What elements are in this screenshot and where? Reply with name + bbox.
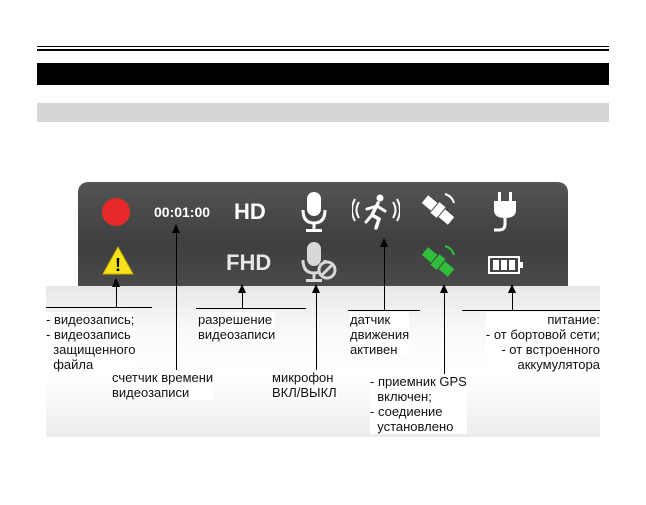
label-resolution: разрешение видеозаписи	[198, 312, 276, 342]
battery-icon	[488, 254, 524, 281]
satellite-active-icon	[418, 242, 458, 287]
record-icon	[102, 198, 130, 226]
label-gps: - приемник GPS включен; - соедиение уста…	[370, 374, 467, 434]
label-power: питание: - от бортовой сети; - от встрое…	[485, 312, 600, 372]
label-microphone: микрофон ВКЛ/ВЫКЛ	[272, 370, 337, 400]
display-panel: ! 00:01:00 HD FHD	[78, 182, 568, 286]
header-rule-thin	[37, 46, 609, 47]
fhd-label: FHD	[226, 250, 272, 275]
warning-glyph: !	[115, 255, 121, 275]
microphone-off-icon	[300, 240, 340, 289]
hd-label: HD	[234, 199, 266, 224]
microphone-icon	[300, 190, 328, 239]
motion-sensor-icon	[351, 192, 401, 237]
header-rule-thick	[37, 49, 609, 51]
label-motion: датчик движения активен	[350, 312, 410, 357]
label-timer: счетчик времени видеозаписи	[112, 370, 214, 400]
warning-icon: !	[102, 245, 134, 281]
display-icons-figure: ! 00:01:00 HD FHD	[46, 182, 600, 437]
subsection-bar	[37, 103, 609, 122]
section-title-bar	[37, 63, 609, 85]
label-recording: - видеозапись; - видеозапись защищенного…	[46, 312, 136, 372]
satellite-icon	[418, 190, 458, 235]
timer-readout: 00:01:00	[154, 204, 211, 220]
plug-icon	[490, 190, 520, 239]
